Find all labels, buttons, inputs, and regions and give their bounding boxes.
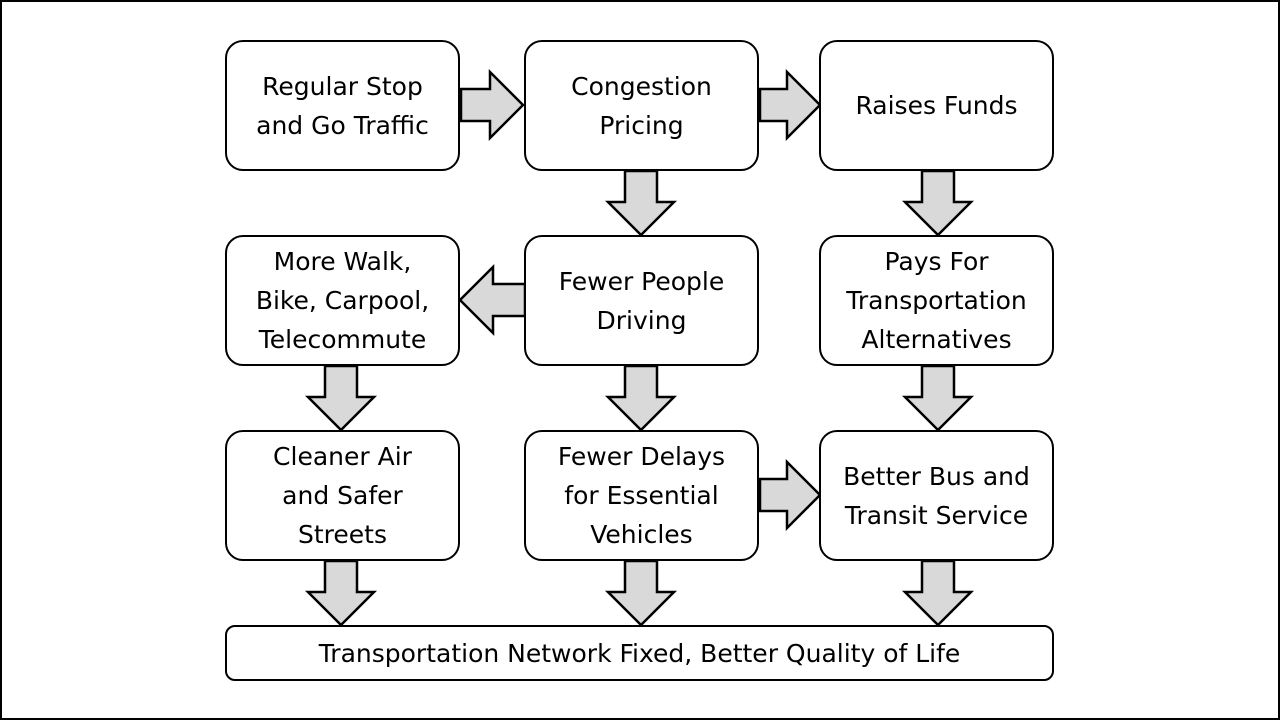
node-stop-go-traffic: Regular Stop and Go Traffic [225, 40, 460, 171]
node-more-walk: More Walk, Bike, Carpool, Telecommute [225, 235, 460, 366]
node-label: Fewer People Driving [558, 266, 725, 335]
node-label: Raises Funds [855, 91, 1018, 120]
node-cleaner-air: Cleaner Air and Safer Streets [225, 430, 460, 561]
arrow-funds-to-pays [901, 169, 975, 237]
node-label: Cleaner Air and Safer Streets [273, 442, 412, 549]
node-fewer-delays: Fewer Delays for Essential Vehicles [524, 430, 759, 561]
arrow-pricing-to-fewer-people [604, 169, 678, 237]
arrow-more-walk-to-cleaner-air [304, 364, 378, 432]
arrow-fewer-people-to-fewer-delays [604, 364, 678, 432]
node-network-fixed: Transportation Network Fixed, Better Qua… [225, 625, 1054, 681]
arrow-fewer-people-to-more-walk [458, 263, 527, 337]
arrow-fewer-delays-to-network [604, 559, 678, 627]
node-pays-for-alternatives: Pays For Transportation Alternatives [819, 235, 1054, 366]
node-label: Congestion Pricing [571, 71, 712, 140]
arrow-pays-to-better-bus [901, 364, 975, 432]
arrow-cleaner-air-to-network [304, 559, 378, 627]
arrow-stopgo-to-pricing [459, 68, 525, 142]
node-label: Regular Stop and Go Traffic [256, 71, 429, 140]
node-label: Fewer Delays for Essential Vehicles [557, 442, 726, 549]
node-better-bus: Better Bus and Transit Service [819, 430, 1054, 561]
node-label: More Walk, Bike, Carpool, Telecommute [255, 247, 430, 354]
arrow-pricing-to-funds [758, 68, 822, 142]
node-raises-funds: Raises Funds [819, 40, 1054, 171]
node-congestion-pricing: Congestion Pricing [524, 40, 759, 171]
node-fewer-people-driving: Fewer People Driving [524, 235, 759, 366]
arrow-fewer-delays-to-better-bus [758, 458, 822, 532]
node-label: Transportation Network Fixed, Better Qua… [318, 638, 961, 668]
arrow-better-bus-to-network [901, 559, 975, 627]
node-label: Pays For Transportation Alternatives [846, 247, 1027, 354]
node-label: Better Bus and Transit Service [843, 461, 1030, 530]
